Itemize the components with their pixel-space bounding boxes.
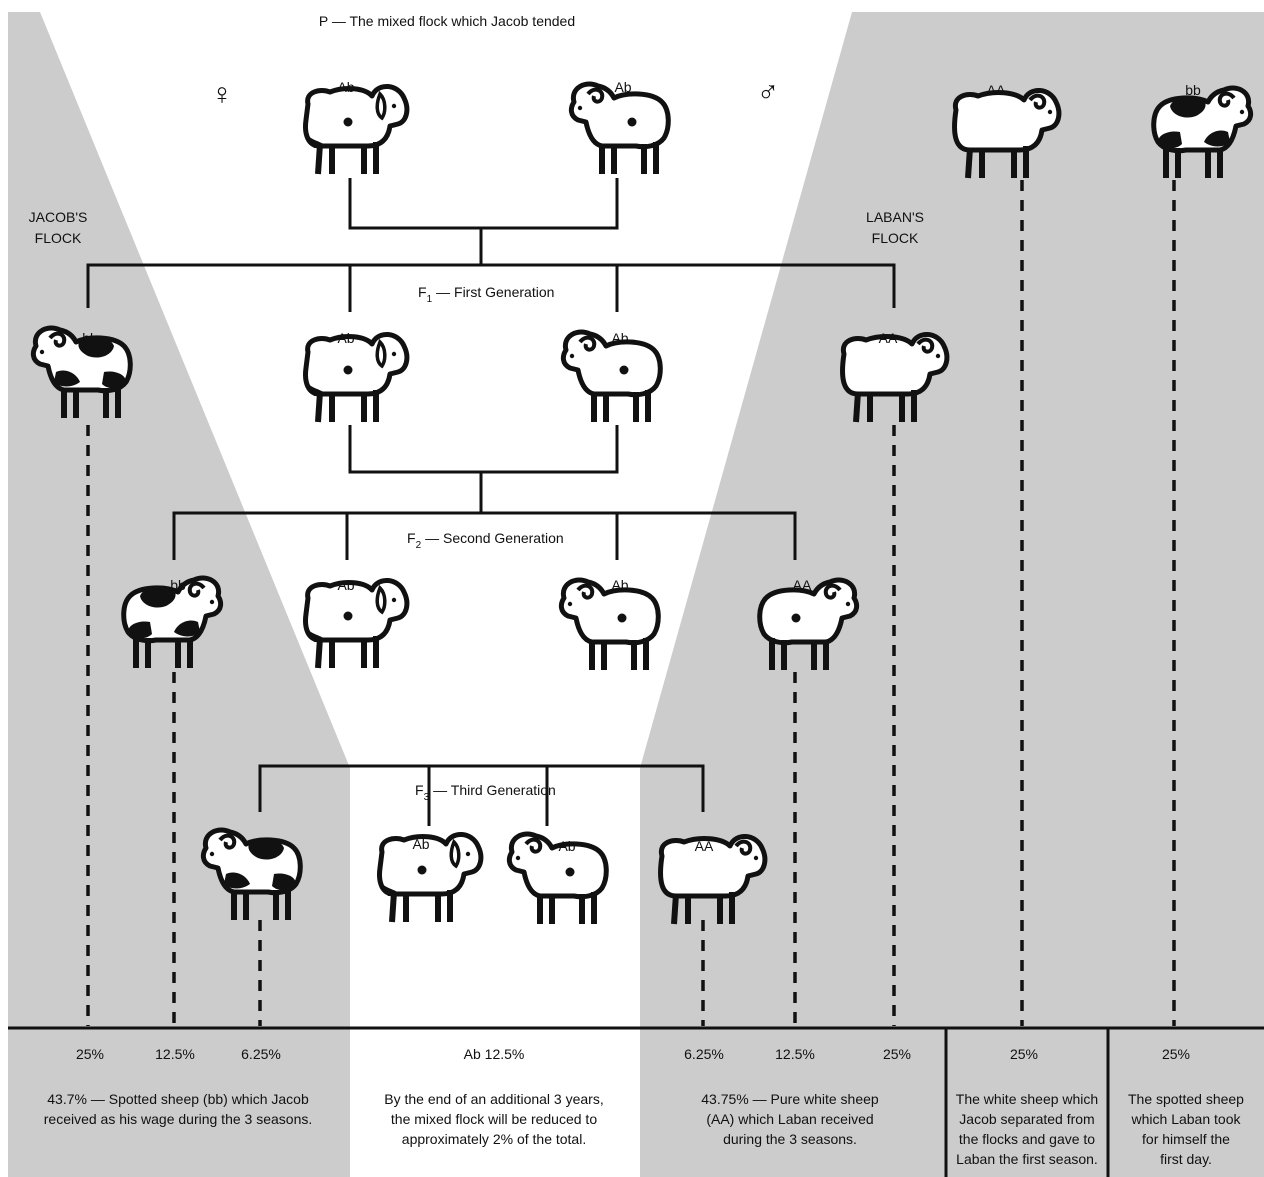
caption-mixed-line1: By the end of an additional 3 years, <box>384 1091 603 1107</box>
caption-jacob-line2: received as his wage during the 3 season… <box>44 1111 313 1127</box>
sheep-f1-ab-female-genotype: Ab <box>337 330 354 346</box>
pct-jacob-f1: 25% <box>76 1046 104 1062</box>
sheep-laban-bb-first: bb <box>1154 82 1251 178</box>
dashed-drop-lines <box>86 180 1176 1026</box>
jacob-flock-label-line1: JACOB'S <box>29 209 88 225</box>
percentage-row: 25% 12.5% 6.25% Ab 12.5% 6.25% 12.5% 25%… <box>76 1046 1190 1062</box>
laban-flock-label-line2: FLOCK <box>872 230 919 246</box>
caption-laban: 43.75% — Pure white sheep (AA) which Lab… <box>701 1091 879 1147</box>
sheep-f3-bb-genotype: bb <box>256 835 272 851</box>
diagram-title: P — The mixed flock which Jacob tended <box>319 13 575 29</box>
pedigree-lines <box>8 178 1264 1177</box>
laban-flock-label-line1: LABAN'S <box>866 209 924 225</box>
pct-laban-f2: 12.5% <box>775 1046 815 1062</box>
jacob-flock-label-line2: FLOCK <box>35 230 82 246</box>
pct-laban-f1: 25% <box>883 1046 911 1062</box>
sheep-p-male: Ab <box>571 79 668 174</box>
pct-white-first: 25% <box>1010 1046 1038 1062</box>
sheep-f2-ab-female-genotype: Ab <box>337 577 354 593</box>
pct-laban-f3: 6.25% <box>684 1046 724 1062</box>
sheep-f2-ab-male: Ab <box>561 577 658 670</box>
f2-generation-label: F2— Second Generation <box>407 530 564 551</box>
caption-white-first-line3: the flocks and gave to <box>959 1131 1095 1147</box>
sheep-f3-bb: bb <box>203 830 300 920</box>
sheep-p-male-genotype: Ab <box>614 79 631 95</box>
sheep-f3-ab-female: Ab <box>380 834 481 922</box>
sheep-f2-bb-genotype: bb <box>170 577 186 593</box>
pct-mixed: Ab 12.5% <box>464 1046 525 1062</box>
caption-jacob: 43.7% — Spotted sheep (bb) which Jacob r… <box>44 1091 313 1127</box>
sheep-f3-aa-genotype: AA <box>695 838 714 854</box>
f3-generation-label: F3— Third Generation <box>415 782 556 803</box>
sheep-f1-ab-female: Ab <box>306 330 407 422</box>
sheep-f2-ab-male-genotype: Ab <box>611 577 628 593</box>
sheep-f1-ab-male: Ab <box>563 330 660 422</box>
sheep-p-female: Ab <box>306 79 407 174</box>
sheep-f1-aa: AA <box>843 330 947 422</box>
caption-white-first: The white sheep which Jacob separated fr… <box>956 1091 1098 1167</box>
sheep-f2-ab-female: Ab <box>306 577 407 668</box>
caption-mixed: By the end of an additional 3 years, the… <box>384 1091 603 1147</box>
caption-white-first-line1: The white sheep which <box>956 1091 1098 1107</box>
pct-spotted-first: 25% <box>1162 1046 1190 1062</box>
pct-jacob-f2: 12.5% <box>155 1046 195 1062</box>
caption-spotted-first: The spotted sheep which Laban took for h… <box>1128 1091 1244 1167</box>
caption-laban-line2: (AA) which Laban received <box>706 1111 873 1127</box>
sheep-p-female-genotype: Ab <box>337 79 354 95</box>
sheep-f1-bb-genotype: bb <box>82 330 98 346</box>
caption-spotted-first-line4: first day. <box>1160 1151 1212 1167</box>
sheep-f1-ab-male-genotype: Ab <box>611 330 628 346</box>
sheep-f1-aa-genotype: AA <box>879 330 898 346</box>
sheep-f2-bb: bb <box>124 577 221 668</box>
caption-spotted-first-line2: which Laban took <box>1131 1111 1242 1127</box>
caption-laban-line1: 43.75% — Pure white sheep <box>701 1091 879 1107</box>
sheep-f1-bb: bb <box>33 328 130 418</box>
caption-mixed-line3: approximately 2% of the total. <box>402 1131 586 1147</box>
caption-mixed-line2: the mixed flock will be reduced to <box>391 1111 597 1127</box>
sheep-laban-bb-genotype: bb <box>1185 82 1201 98</box>
sheep-f3-aa: AA <box>661 836 765 924</box>
caption-jacob-line1: 43.7% — Spotted sheep (bb) which Jacob <box>47 1091 309 1107</box>
sheep-f3-ab-male: Ab <box>509 834 606 924</box>
sheep-laban-aa-genotype: AA <box>987 82 1006 98</box>
caption-spotted-first-line3: for himself the <box>1142 1131 1230 1147</box>
sheep-laban-aa-first: AA <box>955 82 1059 178</box>
f1-generation-label: F1— First Generation <box>418 284 554 305</box>
caption-laban-line3: during the 3 seasons. <box>723 1131 857 1147</box>
sheep-f3-ab-male-genotype: Ab <box>558 838 575 854</box>
male-symbol-icon: ♂ <box>757 76 780 109</box>
sheep-f3-ab-female-genotype: Ab <box>412 836 429 852</box>
pct-jacob-f3: 6.25% <box>241 1046 281 1062</box>
caption-white-first-line2: Jacob separated from <box>959 1111 1094 1127</box>
caption-white-first-line4: Laban the first season. <box>956 1151 1098 1167</box>
caption-spotted-first-line1: The spotted sheep <box>1128 1091 1244 1107</box>
sheep-f2-aa-genotype: AA <box>793 577 812 593</box>
sheep-f2-aa: AA <box>760 577 857 670</box>
laban-flock-region <box>640 12 1264 1177</box>
female-symbol-icon: ♀ <box>211 78 234 111</box>
